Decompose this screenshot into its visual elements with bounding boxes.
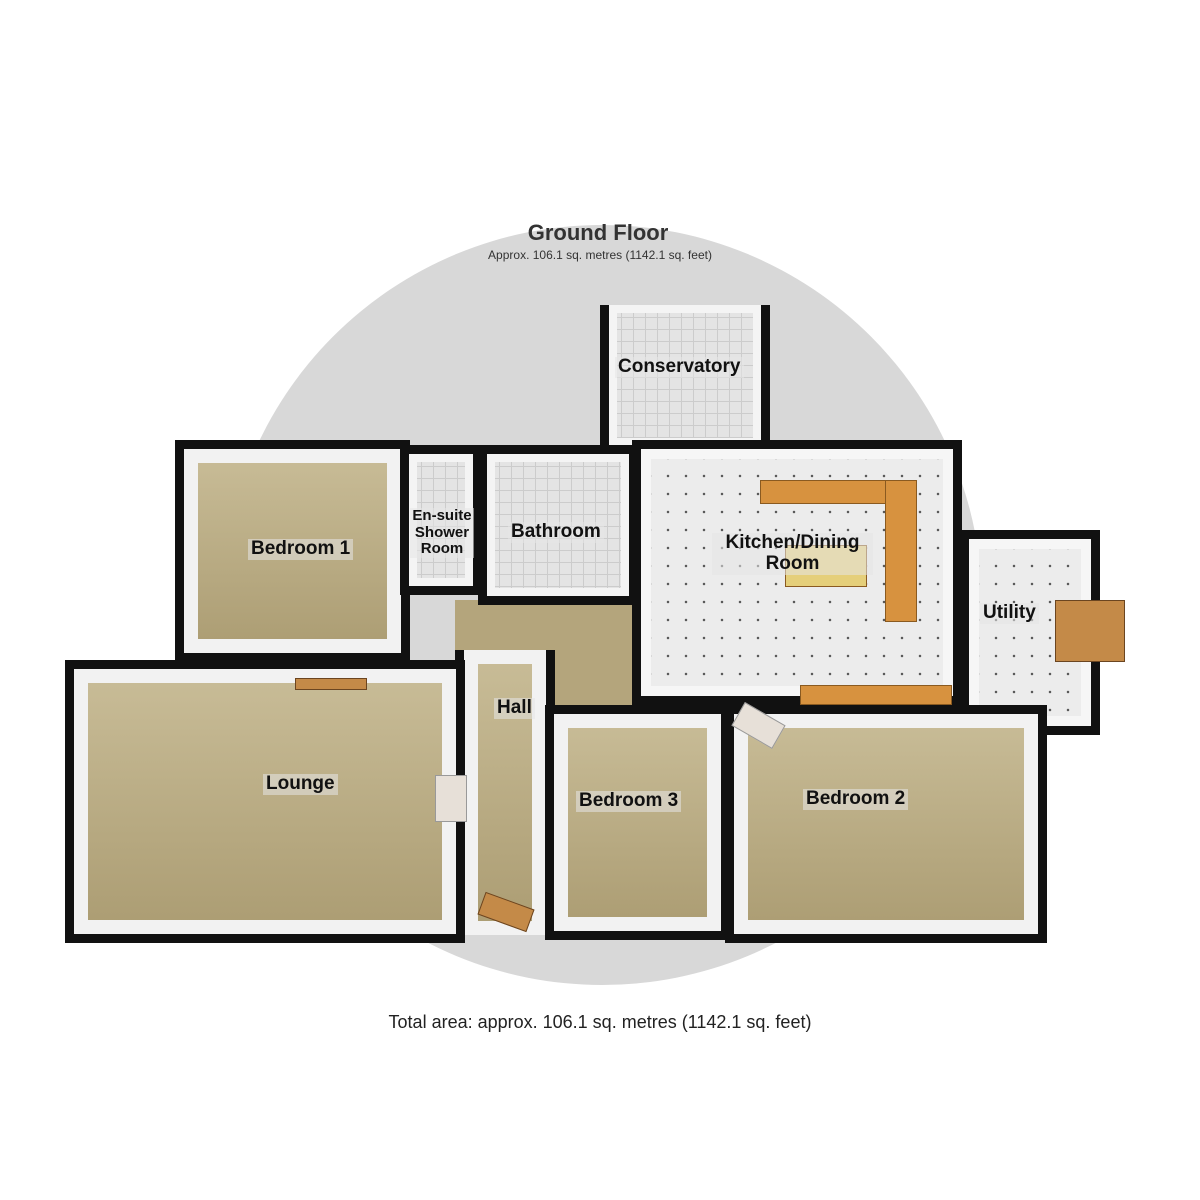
lounge-fireplace <box>295 678 367 690</box>
total-area: Total area: approx. 106.1 sq. metres (11… <box>388 1012 812 1032</box>
room-label-bedroom-1: Bedroom 1 <box>248 538 354 560</box>
kitchen-counter-side <box>885 480 917 622</box>
bedroom-3 <box>545 705 730 940</box>
room-label-hall: Hall <box>494 697 535 719</box>
room-label-en-suite: En-suite Shower Room <box>410 507 474 558</box>
hall <box>455 650 555 935</box>
lounge-door <box>435 775 467 822</box>
room-label-lounge: Lounge <box>263 773 338 795</box>
room-label-bathroom: Bathroom <box>508 521 604 543</box>
bedroom-2 <box>725 705 1047 943</box>
room-label-bedroom-3: Bedroom 3 <box>576 790 682 812</box>
utility <box>960 530 1100 735</box>
floor-title: Ground Floor <box>527 220 669 245</box>
utility-door <box>1055 600 1125 662</box>
lounge <box>65 660 465 943</box>
floor-area: Approx. 106.1 sq. metres (1142.1 sq. fee… <box>488 248 712 262</box>
conservatory <box>600 305 770 455</box>
room-label-bedroom-2: Bedroom 2 <box>803 788 909 810</box>
room-label-kitchen-dining: Kitchen/Dining Room <box>712 532 873 575</box>
room-label-utility: Utility <box>980 602 1039 624</box>
room-label-conservatory: Conservatory <box>615 356 744 378</box>
kitchen-counter-bottom <box>800 685 952 705</box>
